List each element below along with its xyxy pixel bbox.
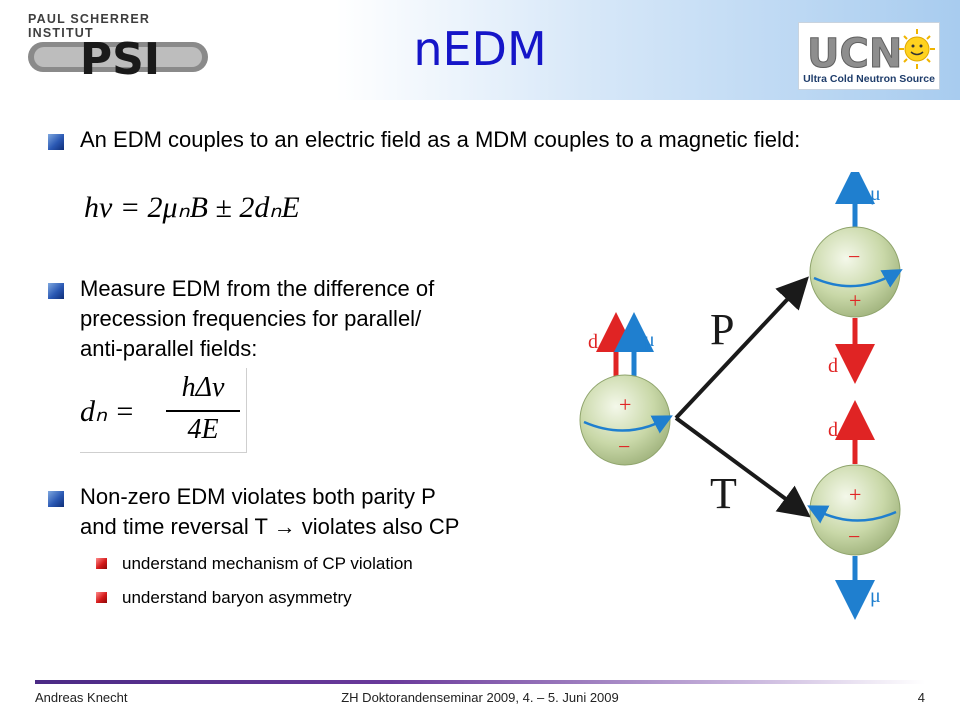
label-parity: P [710,305,734,354]
bullet-2-line-2: precession frequencies for parallel/ [80,306,422,331]
fraction-bar [166,410,240,412]
ucn-logo-mark: UCN [807,29,935,75]
footer-page-number: 4 [917,690,925,705]
ucn-logo-letters: UCN [807,31,902,75]
plus-charge: + [849,482,861,507]
bullet-marker [48,134,64,150]
spin-arrow [807,505,897,524]
minus-charge: − [848,244,860,269]
label-d-p: d [828,355,838,377]
label-time-reversal: T [710,469,737,518]
psi-logo-mark: PSI [28,34,208,85]
minus-charge: − [618,434,630,459]
footer-author: Andreas Knecht [35,690,128,705]
label-mu-p: μ [870,183,881,205]
equation-edm-numerator: hΔν [181,372,225,403]
label-d-t: d [828,419,838,441]
t-transform-arrow [674,416,811,518]
bullet-marker [48,491,64,507]
plus-charge: + [849,288,861,313]
bullet-3-line-1: Non-zero EDM violates both parity P [80,484,436,509]
footer-event: ZH Doktorandenseminar 2009, 4. – 5. Juni… [341,690,619,705]
psi-logo-letters: PSI [80,34,160,85]
header-band: PAUL SCHERRER INSTITUT PSI nEDM UCN Ultr… [0,0,960,100]
sub-bullet-marker [96,592,107,603]
bullet-3-line-2: and time reversal T → violates also CP [80,514,460,539]
equation-edm: dₙ = hΔν 4E [80,368,247,453]
label-mu-left: μ [644,329,655,351]
spin-arrow [583,415,673,434]
equation-edm-denominator: 4E [187,414,219,445]
pt-diagram-svg: + − d μ P T − + μ d + − d μ [579,164,903,620]
slide-title: nEDM [413,22,547,76]
minus-charge: − [848,524,860,549]
sun-icon [904,36,930,62]
institute-name: PAUL SCHERRER INSTITUT [28,12,151,40]
bullet-1-text: An EDM couples to an electric field as a… [80,127,801,152]
label-d-left: d [588,331,598,353]
spin-arrow [813,269,903,288]
psi-logo: PAUL SCHERRER INSTITUT PSI [28,12,208,90]
footer-divider [35,680,925,684]
label-mu-t: μ [870,585,881,607]
ucn-caption: Ultra Cold Neutron Source [803,73,935,85]
bullet-2-line-3: anti-parallel fields: [80,336,258,361]
bullet-2-line-1: Measure EDM from the difference of [80,276,435,301]
equation-edm-lhs: dₙ = [80,395,135,428]
ucn-logo: UCN Ultra Cold Neutron Source [798,22,940,90]
sub-bullet-1: understand mechanism of CP violation [122,554,413,573]
p-transform-arrow [674,276,809,420]
sub-bullet-marker [96,558,107,569]
bullet-marker [48,283,64,299]
pt-symmetry-diagram: + − d μ P T − + μ d + − d μ [572,164,928,622]
equation-frequency: hν = 2μₙB ± 2dₙE [84,191,300,224]
sub-bullet-2: understand baryon asymmetry [122,588,352,607]
plus-charge: + [619,392,631,417]
